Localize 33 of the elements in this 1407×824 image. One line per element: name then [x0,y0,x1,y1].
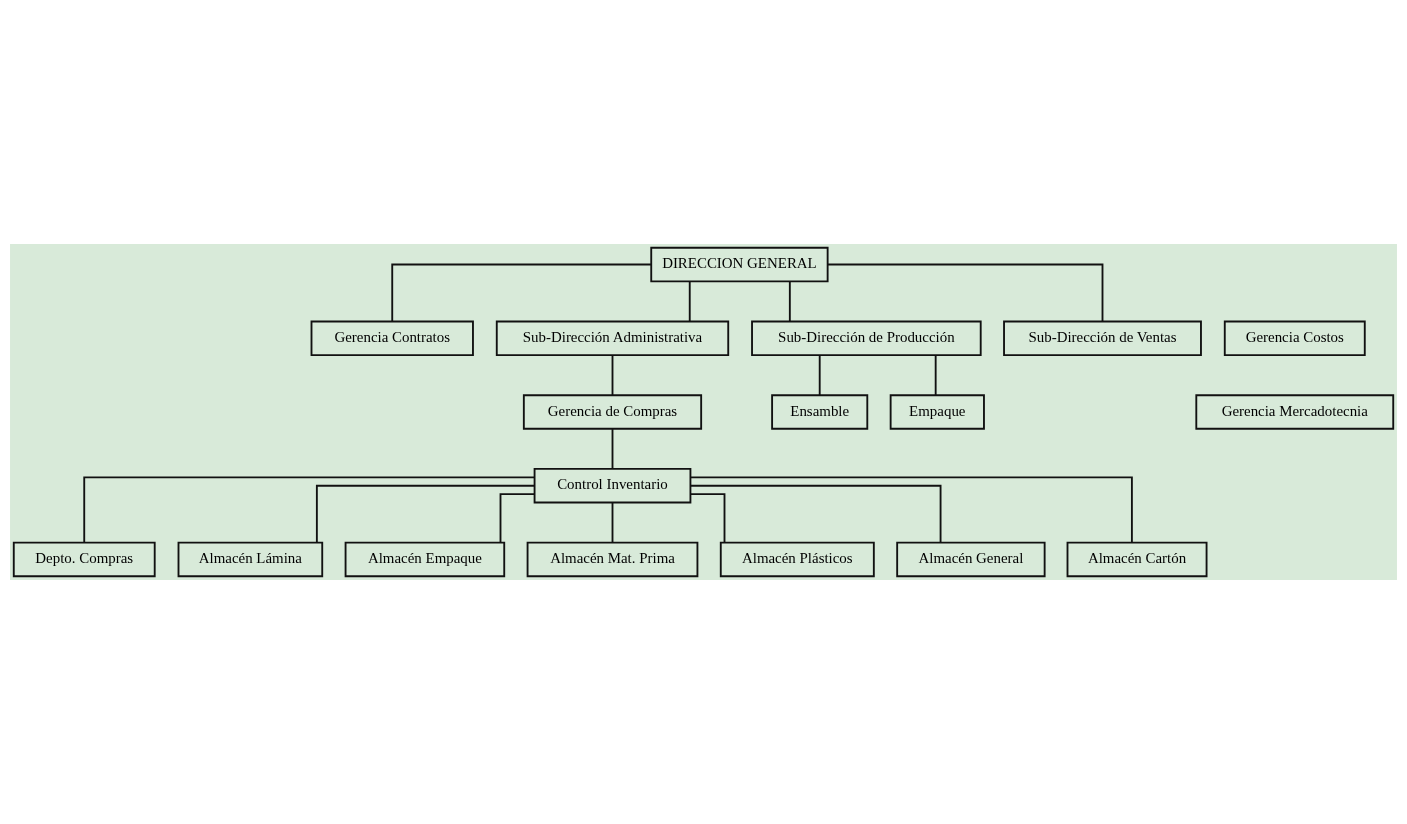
node-box: Sub-Dirección Administrativa [495,320,730,356]
connector [611,428,614,470]
connector [499,493,536,544]
node-box: Gerencia Contratos [310,320,474,356]
node-box: Empaque [889,394,985,430]
node-box: Gerencia Mercadotecnia [1195,394,1395,430]
connector [688,280,691,323]
node-box: Almacén General [896,541,1046,578]
node-box: DIRECCION GENERAL [650,246,829,283]
node-box: Ensamble [771,394,869,430]
connector [689,476,1133,544]
connector [689,484,942,544]
node-box: Almacén Plásticos [719,541,875,578]
connector [689,493,726,544]
connector [818,354,821,396]
connector [611,501,614,544]
connector [611,354,614,396]
connector [83,476,536,544]
connector [826,263,1104,323]
connector [788,280,791,323]
node-box: Sub-Dirección de Producción [751,320,982,356]
node-box: Control Inventario [533,468,692,504]
node-box: Gerencia de Compras [522,394,703,430]
node-box: Almacén Empaque [344,541,506,578]
node-box: Sub-Dirección de Ventas [1003,320,1202,356]
node-box: Gerencia Costos [1223,320,1366,356]
connector [315,484,536,544]
node-box: Almacén Cartón [1066,541,1208,578]
node-box: Almacén Mat. Prima [526,541,699,578]
node-box: Depto. Compras [12,541,156,578]
node-box: Almacén Lámina [177,541,324,578]
connector [391,263,652,323]
connector [934,354,937,396]
